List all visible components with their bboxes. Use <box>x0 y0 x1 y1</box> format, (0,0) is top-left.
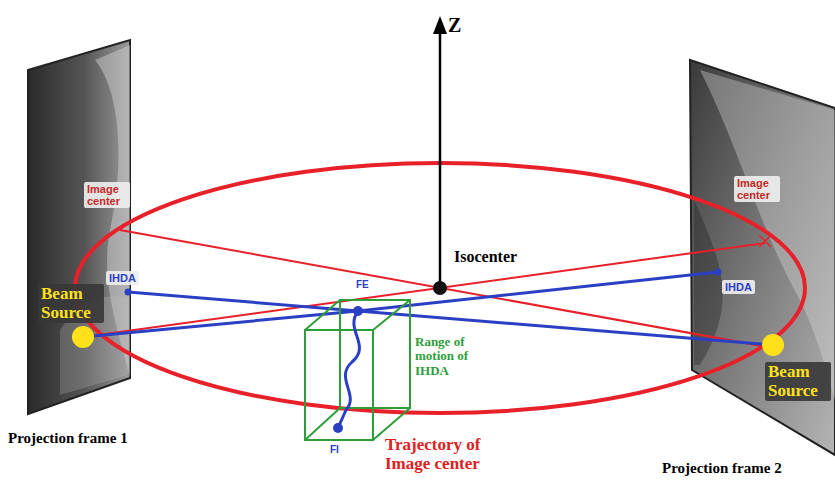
ihda-point <box>125 289 132 296</box>
beam-source-dot <box>72 326 94 348</box>
frame-label: Projection frame 1 <box>8 430 128 447</box>
beam-source-dot <box>762 334 784 356</box>
fe-point <box>353 306 363 316</box>
source-label: Beam Source <box>38 284 104 323</box>
cube-edge <box>373 300 410 330</box>
frame-label: Projection frame 2 <box>662 460 782 477</box>
ihda-point <box>715 269 722 276</box>
projection-frame <box>690 60 835 455</box>
axis-label: Z <box>448 14 461 36</box>
projection-frame <box>28 40 130 414</box>
image-center-mark <box>759 235 771 247</box>
point-label: Image center <box>84 182 130 208</box>
ray-line <box>83 272 718 337</box>
center-line <box>120 230 773 348</box>
z-axis <box>439 32 442 288</box>
source-label: Beam Source <box>765 362 831 401</box>
motion-path <box>338 311 359 428</box>
point-label: Isocenter <box>454 248 517 266</box>
image-center-mark <box>759 235 771 247</box>
center-line <box>83 243 765 337</box>
isocenter-point <box>433 281 447 295</box>
fi-point <box>333 423 343 433</box>
point-label: IHDA <box>722 280 755 294</box>
cube-edge <box>305 408 340 440</box>
cube-edge <box>305 300 340 330</box>
point-label: Image center <box>734 176 780 202</box>
range-label: Range of motion of IHDA <box>415 335 489 378</box>
z-axis-arrowhead <box>433 16 447 34</box>
range-cube <box>305 300 410 440</box>
cube-face <box>305 330 373 440</box>
point-label: IHDA <box>106 271 139 285</box>
trajectory-label: Trajectory of Image center <box>385 436 505 473</box>
point-label: FE <box>356 279 369 290</box>
point-label: FI <box>330 444 339 455</box>
